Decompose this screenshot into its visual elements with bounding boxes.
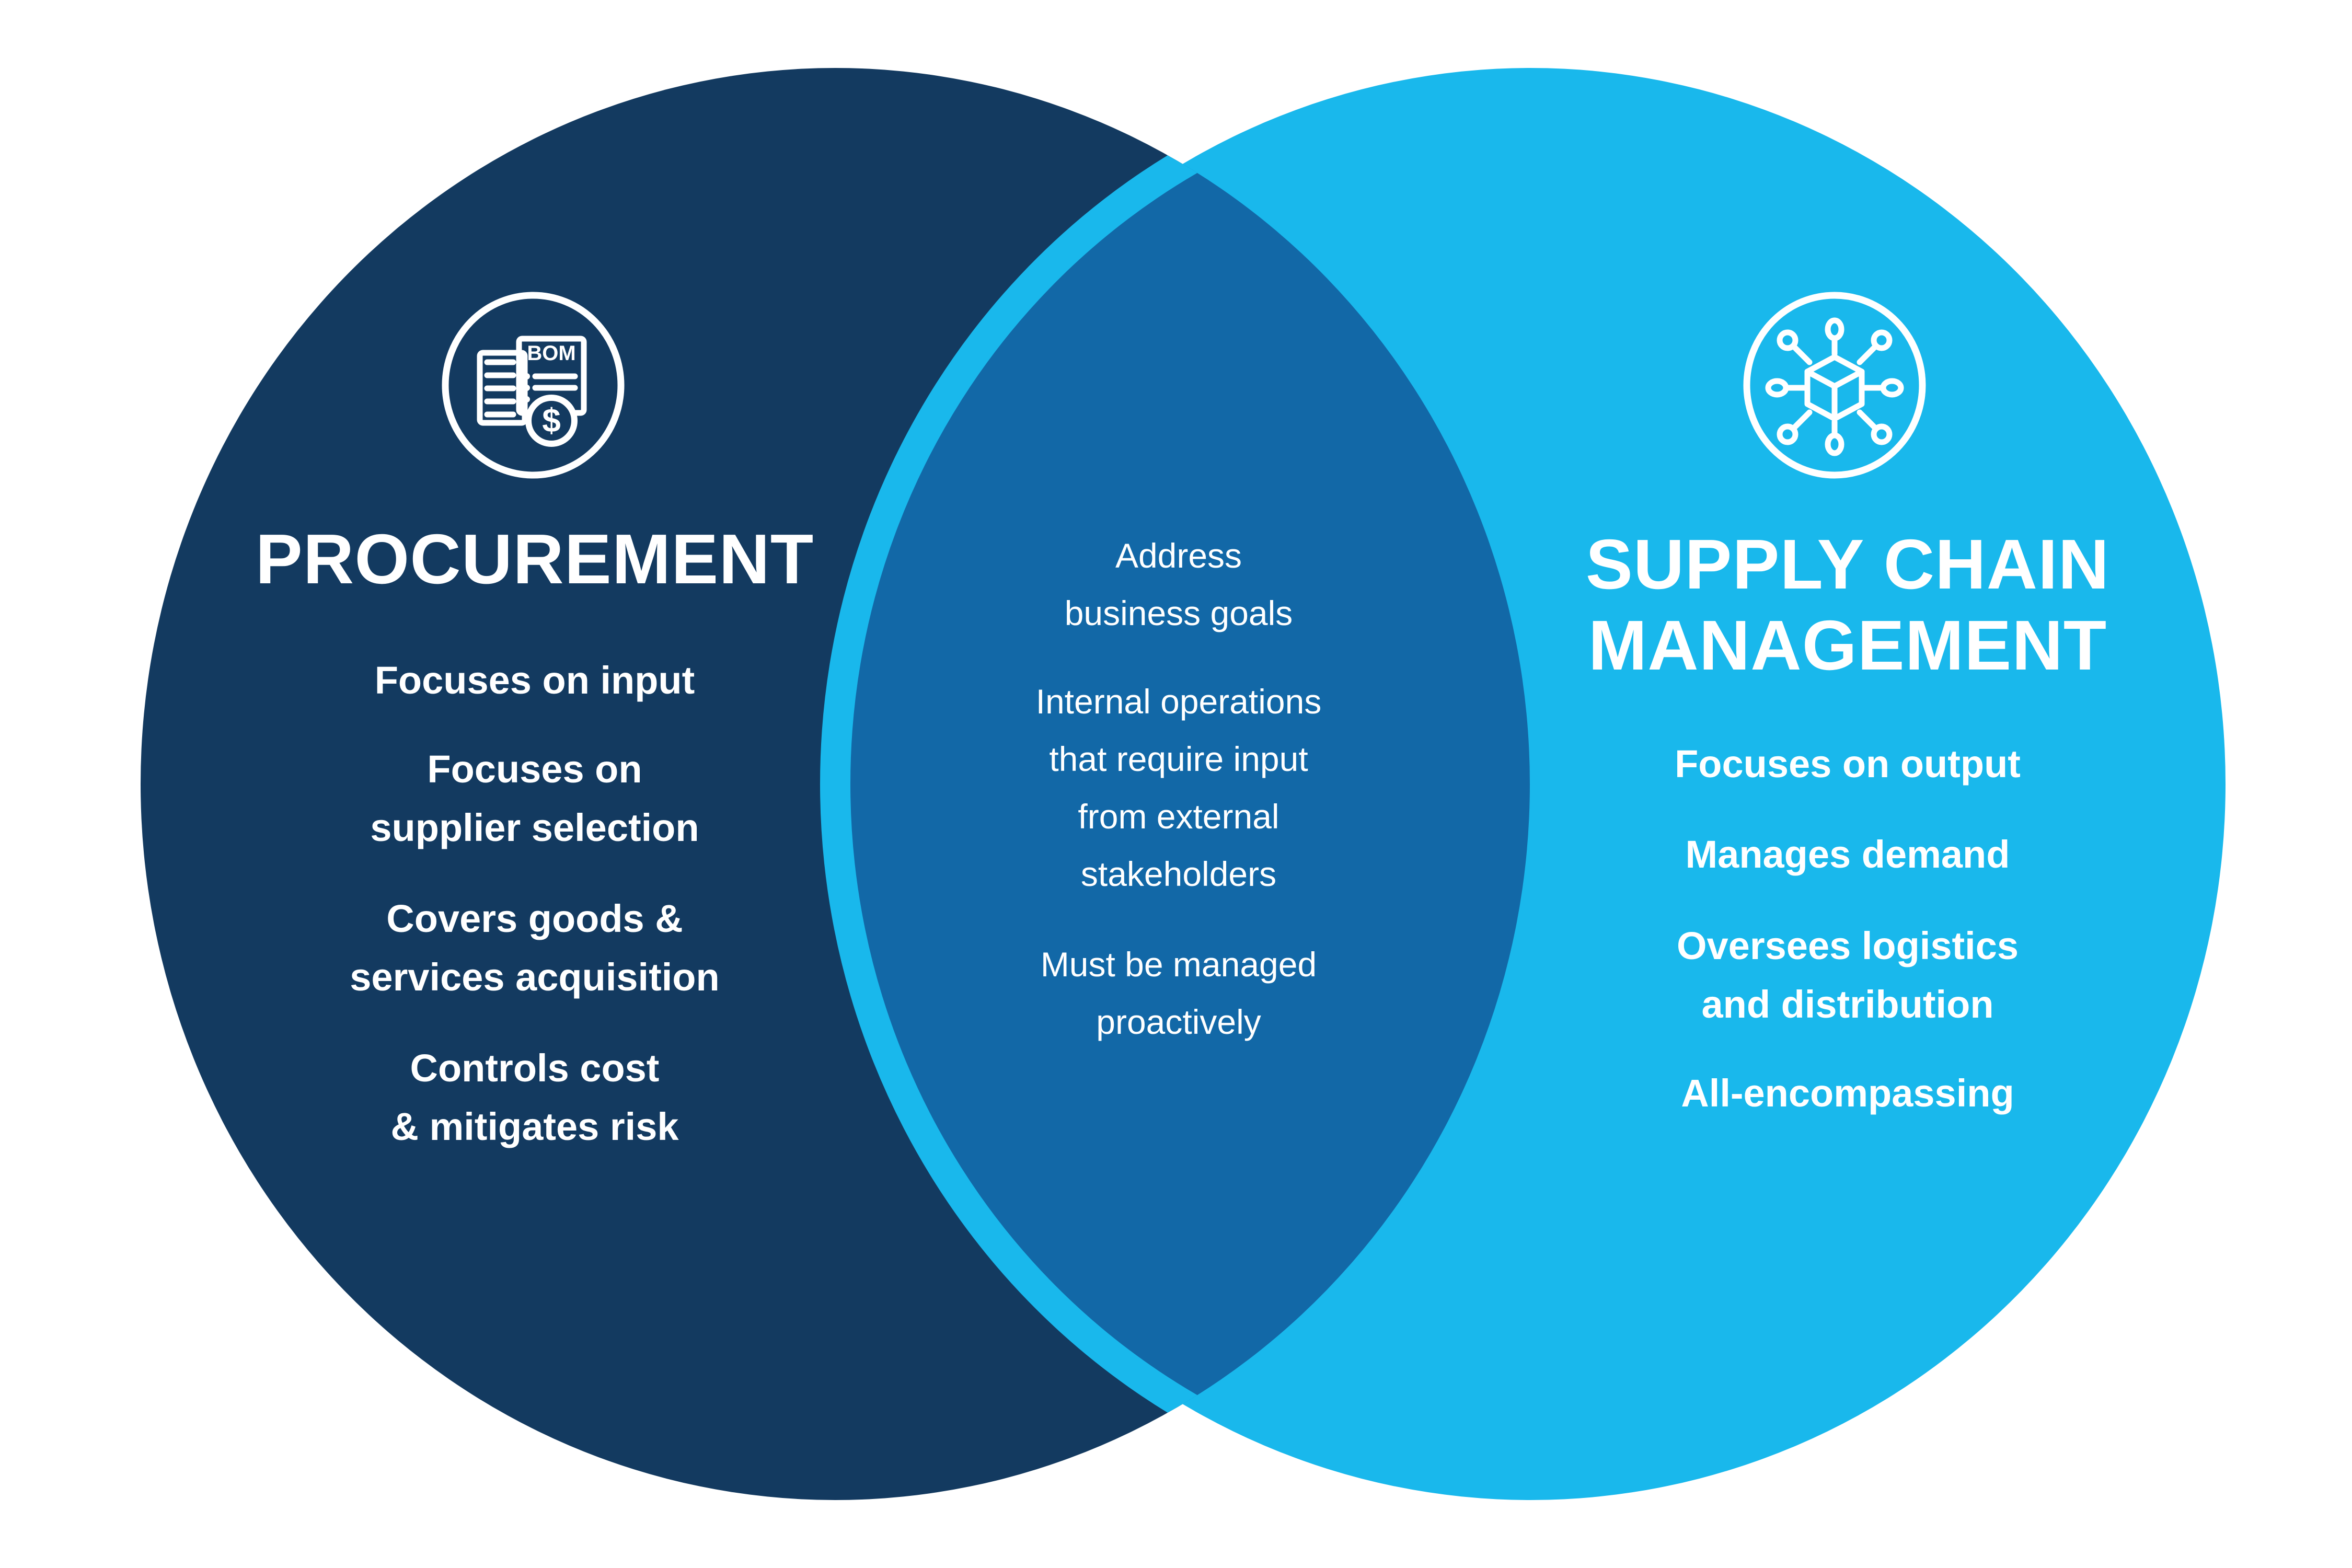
- bullet-line: Covers goods &: [386, 897, 683, 940]
- bullet-line: Manages demand: [1685, 833, 2010, 876]
- supply-chain-bullet-1: Focuses on output: [1482, 735, 2213, 793]
- title-line: SUPPLY CHAIN: [1585, 525, 2110, 604]
- bullet-line: Focuses on: [427, 747, 642, 791]
- bullet-line: Focuses on output: [1675, 742, 2021, 786]
- overlap-line: Internal operations: [1035, 682, 1322, 721]
- supply-chain-bullet-4: All-encompassing: [1482, 1064, 2213, 1123]
- procurement-bullet-2: Focuses on supplier selection: [169, 740, 901, 857]
- overlap-item-3: Must be managed proactively: [813, 936, 1544, 1051]
- overlap-item-1: Address business goals: [813, 527, 1544, 642]
- back-sheet-lines: [484, 359, 516, 418]
- icon-ring: [442, 292, 625, 479]
- bullet-line: Focuses on input: [374, 659, 695, 702]
- bullet-line: & mitigates risk: [390, 1105, 679, 1148]
- overlap-lens: [820, 68, 1530, 1500]
- front-sheet-list: [524, 373, 578, 402]
- cube: [1804, 354, 1865, 422]
- overlap-item-2: Internal operations that require input f…: [813, 673, 1544, 903]
- bullet-line: All-encompassing: [1681, 1071, 2014, 1115]
- bullet-line: Oversees logistics: [1676, 924, 2019, 967]
- overlap-line: business goals: [1064, 594, 1293, 632]
- overlap-line: stakeholders: [1080, 855, 1277, 893]
- icon-ring: [1743, 292, 1926, 479]
- bom-label: BOM: [527, 342, 575, 365]
- overlap-line: that require input: [1049, 740, 1308, 778]
- bullet-line: and distribution: [1701, 983, 1994, 1026]
- cube-network-icon: [1743, 292, 1926, 479]
- bullet-line: services acquisition: [350, 955, 720, 999]
- supply-chain-title: SUPPLY CHAIN MANAGEMENT: [1482, 524, 2213, 686]
- procurement-title: PROCUREMENT: [255, 520, 814, 598]
- procurement-bullet-4: Controls cost & mitigates risk: [169, 1039, 901, 1156]
- procurement-bullet-1: Focuses on input: [169, 651, 901, 710]
- overlap-line: proactively: [1096, 1002, 1261, 1041]
- procurement-bullet-3: Covers goods & services acquisition: [169, 890, 901, 1007]
- bullet-line: supplier selection: [370, 806, 699, 849]
- dollar-sign: $: [542, 401, 561, 439]
- overlap-line: from external: [1078, 797, 1279, 836]
- supply-chain-bullet-3: Oversees logistics and distribution: [1482, 917, 2213, 1034]
- title-line: MANAGEMENT: [1588, 606, 2107, 685]
- supply-chain-bullet-2: Manages demand: [1482, 825, 2213, 884]
- overlap-line: Address: [1115, 536, 1242, 575]
- bom-invoice-icon: BOM $: [442, 292, 625, 479]
- overlap-line: Must be managed: [1040, 945, 1317, 984]
- bullet-line: Controls cost: [410, 1046, 660, 1090]
- dollar-badge: [525, 395, 578, 447]
- network-spokes: [1765, 317, 1904, 456]
